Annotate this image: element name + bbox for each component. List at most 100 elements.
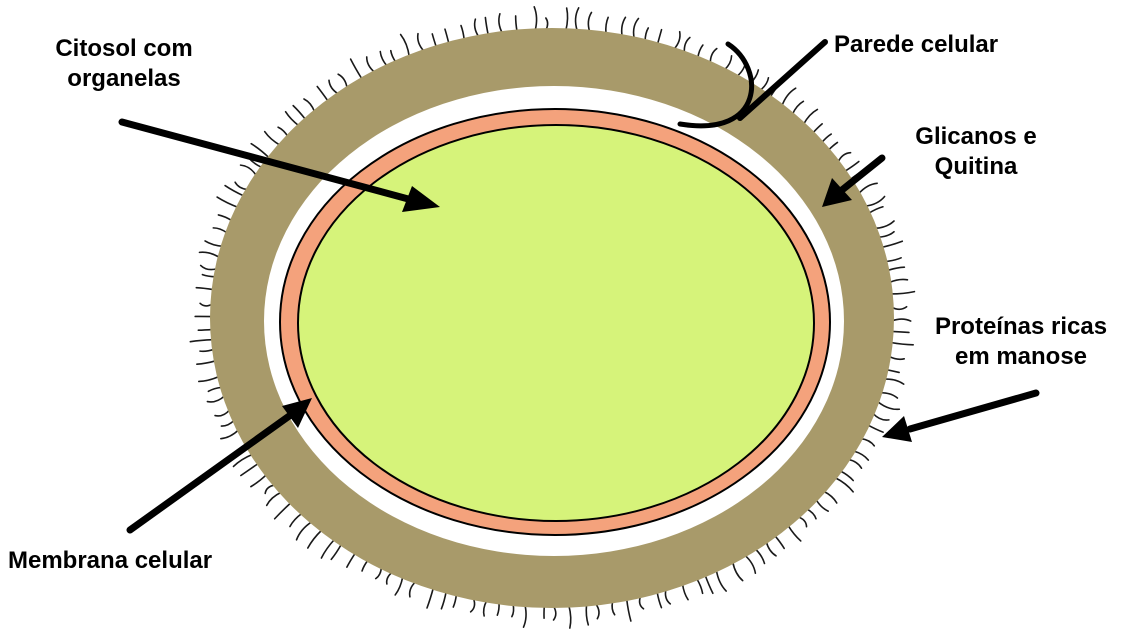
fibril	[887, 267, 904, 270]
mannoproteins-label-line1: Proteínas ricas	[918, 312, 1124, 342]
fibril	[201, 265, 217, 269]
fibril	[418, 34, 424, 51]
fibril	[684, 37, 690, 52]
fibril	[241, 165, 257, 176]
cytosol-label-line2: organelas	[22, 64, 226, 94]
fibril	[499, 14, 502, 33]
fibril	[698, 45, 703, 58]
fibril	[441, 592, 446, 609]
fibril	[845, 161, 859, 171]
fibril	[848, 459, 861, 468]
fibril	[788, 525, 801, 541]
fibril	[566, 8, 568, 30]
fibril	[215, 410, 230, 416]
fibril	[854, 451, 869, 460]
fibril	[461, 26, 464, 40]
fibril	[329, 80, 338, 94]
fibril	[484, 601, 487, 616]
fibril	[321, 539, 334, 558]
fibril	[745, 555, 756, 573]
mannoproteins-label-line2: em manose	[918, 342, 1124, 372]
fibril	[840, 471, 853, 481]
fibril	[445, 29, 449, 43]
fibril	[293, 106, 305, 120]
fibril	[892, 319, 911, 321]
fibril	[485, 17, 488, 35]
fibril	[304, 99, 315, 112]
fibril	[475, 19, 479, 37]
fibril	[865, 196, 884, 206]
glucans-chitin-label: Glicanos e Quitina	[898, 122, 1054, 182]
fibril	[665, 589, 670, 604]
fibril	[534, 7, 536, 31]
fibril	[891, 343, 913, 345]
fibril	[884, 379, 903, 384]
fibril	[892, 307, 907, 310]
mannoproteins-arrow	[910, 393, 1036, 429]
fibril	[869, 207, 883, 214]
fibril	[889, 279, 907, 282]
fibril	[427, 588, 433, 608]
fibril	[286, 112, 299, 126]
fibril	[824, 491, 837, 503]
fibril	[235, 182, 248, 189]
cytosol-region	[298, 125, 814, 521]
fibril	[683, 584, 689, 600]
fibril	[877, 401, 899, 409]
fibril	[221, 420, 234, 426]
fibril	[297, 522, 312, 540]
fibril	[569, 606, 571, 628]
fibril	[882, 241, 903, 247]
fibril	[251, 475, 267, 487]
cell-membrane-label: Membrana celular	[8, 546, 212, 576]
fibril	[524, 605, 527, 627]
fibril	[516, 16, 517, 32]
fibril	[861, 439, 875, 446]
fibril	[278, 127, 288, 136]
fibril	[218, 215, 232, 221]
fibril	[792, 101, 803, 114]
fibril	[199, 252, 219, 257]
fibril	[410, 582, 416, 597]
glucans-label-line2: Quitina	[898, 152, 1054, 182]
fibril	[838, 153, 851, 163]
fibril	[716, 570, 726, 591]
fibril	[697, 579, 703, 594]
fibril	[588, 12, 591, 31]
fibril	[885, 258, 901, 262]
fibril	[401, 35, 410, 57]
fibril	[873, 413, 889, 420]
fibril	[775, 536, 784, 549]
fibril	[290, 513, 302, 526]
fibril	[859, 183, 877, 193]
fibril	[275, 503, 291, 519]
fibril	[645, 28, 648, 41]
fibril	[338, 74, 347, 88]
fibril	[380, 52, 387, 67]
fibril	[317, 87, 328, 102]
fibril	[395, 577, 403, 595]
mannoproteins-label: Proteínas ricas em manose	[918, 312, 1124, 372]
fibril	[606, 17, 608, 33]
fibril	[576, 8, 579, 31]
cytosol-label-line1: Citosol com	[22, 34, 226, 64]
fibril	[197, 361, 216, 364]
cytosol-label: Citosol com organelas	[22, 34, 226, 94]
fibril	[705, 575, 713, 593]
fibril	[432, 34, 436, 47]
fibril	[891, 292, 915, 294]
fibril	[807, 509, 816, 519]
fibril	[710, 49, 716, 64]
fibril	[196, 288, 213, 290]
fibril	[308, 530, 322, 548]
fibril	[347, 553, 356, 567]
fibril	[755, 549, 764, 564]
fibril	[207, 396, 224, 402]
fibril	[596, 604, 599, 619]
glucans-label-line1: Glicanos e	[898, 122, 1054, 152]
fibril	[634, 19, 639, 39]
fibril	[868, 425, 883, 432]
fibril	[880, 393, 897, 398]
fibril	[766, 542, 776, 556]
fibril	[553, 606, 555, 620]
